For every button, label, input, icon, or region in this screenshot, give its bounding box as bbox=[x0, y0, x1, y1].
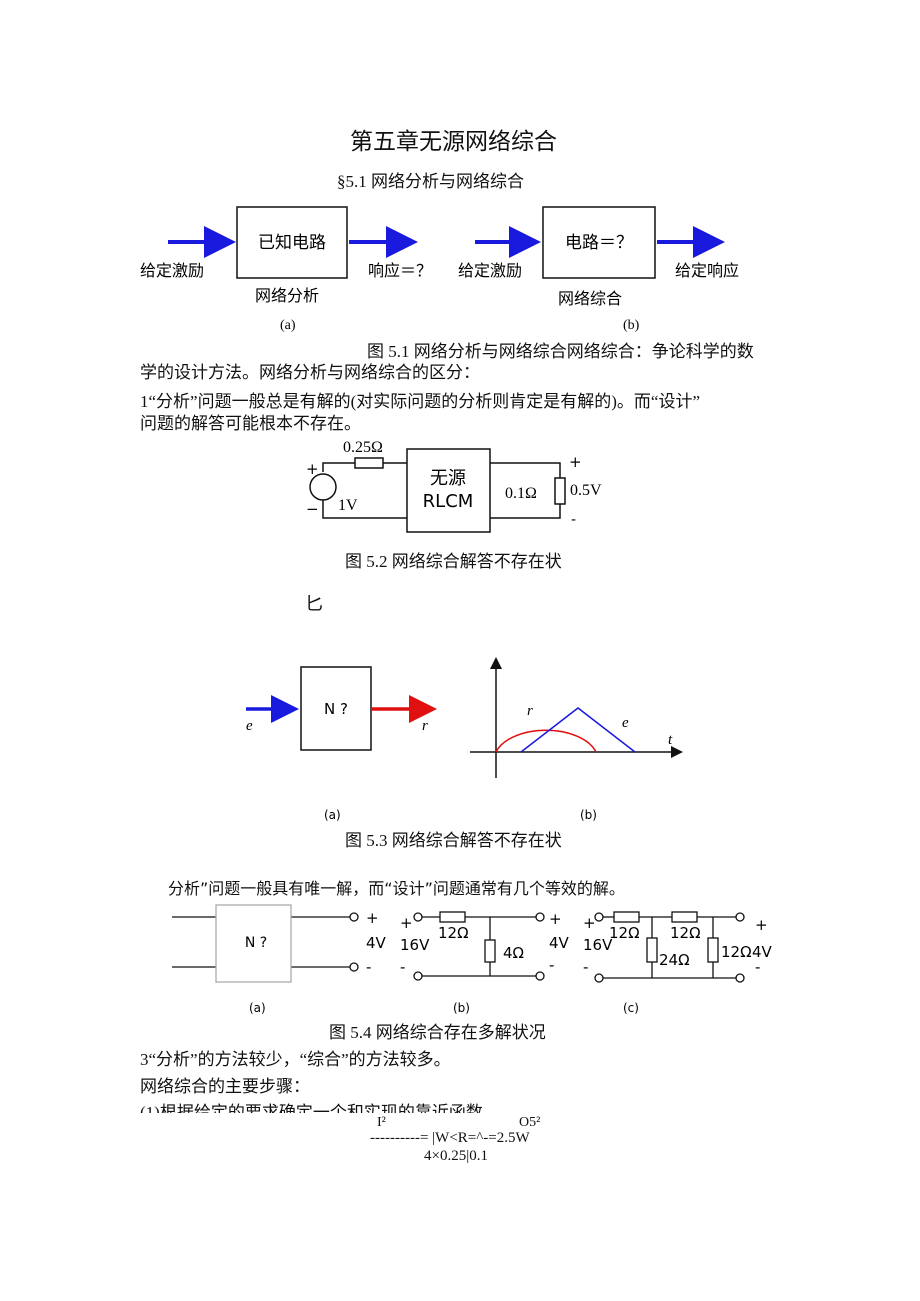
fig2-source: 1V bbox=[338, 497, 358, 514]
given-excitation-b: 给定激励 bbox=[458, 261, 522, 280]
fig2-minus: − bbox=[306, 500, 319, 518]
fig3-box: N ? bbox=[324, 700, 348, 718]
fig4-plus: + bbox=[583, 914, 596, 932]
fig2-plus: + bbox=[569, 453, 582, 471]
formula-numerator-right: O5² bbox=[519, 1115, 541, 1130]
fig3-tag-b: (b) bbox=[580, 808, 597, 822]
response-unknown: 响应＝？ bbox=[368, 261, 432, 280]
fig4-b-v: 4V bbox=[549, 934, 570, 952]
fig4-minus: - bbox=[755, 958, 760, 976]
response-curve-r bbox=[495, 729, 597, 753]
fig4-c-v: 4V bbox=[752, 943, 773, 961]
unknown-network-box-a bbox=[215, 904, 292, 983]
fig4-c-r3: 24Ω bbox=[659, 951, 690, 969]
fig4-c-r4: 12Ω bbox=[721, 943, 752, 961]
known-circuit-label: 已知电路 bbox=[258, 233, 326, 253]
paragraph-6: (1)根据给定的要求确定一个和实现的靠近函数。 bbox=[140, 1103, 500, 1113]
fig2-box-line1: 无源 bbox=[430, 468, 466, 489]
fig3-curve-r: r bbox=[527, 703, 533, 719]
fig2-r-load: 0.1Ω bbox=[505, 485, 537, 502]
fig4-minus: - bbox=[549, 956, 554, 974]
fig3-axis-t: t bbox=[668, 732, 673, 748]
fig2-plus: + bbox=[306, 460, 319, 478]
network-analysis-label: 网络分析 bbox=[255, 286, 319, 305]
fig4-c-r1: 12Ω bbox=[609, 924, 640, 942]
given-response: 给定响应 bbox=[675, 261, 739, 280]
fig3-curve-e: e bbox=[622, 715, 629, 731]
formula-main: ----------= |W<R=^-=2.5W bbox=[370, 1130, 530, 1146]
fig4-c-r2: 12Ω bbox=[670, 924, 701, 942]
passive-rlcm-box bbox=[406, 448, 491, 533]
fig4-plus: + bbox=[549, 910, 562, 928]
paragraph-2-line-1: 1“分析”问题一般总是有解的(对实际问题的分析则肯定是有解的)。而“设计” bbox=[140, 392, 701, 411]
network-synthesis-label: 网络综合 bbox=[558, 289, 622, 308]
fig4-a-v: 4V bbox=[366, 934, 387, 952]
fig4-plus: + bbox=[400, 914, 413, 932]
stray-character: 匕 bbox=[305, 594, 323, 614]
fig4-b-r1: 12Ω bbox=[438, 924, 469, 942]
fig4-c-vin: 16V bbox=[583, 936, 613, 954]
known-circuit-box bbox=[236, 206, 348, 279]
fig4-b-vin: 16V bbox=[400, 936, 430, 954]
formula-denominator: 4×0.25|0.1 bbox=[424, 1148, 488, 1164]
fig3-output: r bbox=[422, 718, 428, 734]
formula-numerator-left: I² bbox=[377, 1115, 386, 1130]
tag-a: (a) bbox=[280, 318, 296, 333]
fig2-v-out: 0.5V bbox=[570, 482, 602, 499]
figure-5-3-caption: 图 5.3 网络综合解答不存在状 bbox=[345, 831, 562, 850]
fig2-r-series: 0.25Ω bbox=[343, 439, 383, 456]
fig4-tag-a: (a) bbox=[249, 1001, 266, 1015]
fig4-minus: - bbox=[583, 958, 588, 976]
fig4-tag-c: (c) bbox=[623, 1001, 639, 1015]
figure-5-2-caption: 图 5.2 网络综合解答不存在状 bbox=[345, 552, 562, 571]
fig4-a-box: N ? bbox=[245, 935, 267, 951]
given-excitation-a: 给定激励 bbox=[140, 261, 204, 280]
fig3-tag-a: (a) bbox=[324, 808, 341, 822]
chapter-title: 第五章无源网络综合 bbox=[350, 129, 557, 155]
fig4-minus: - bbox=[366, 958, 371, 976]
fig4-plus: + bbox=[366, 909, 379, 927]
fig4-minus: - bbox=[400, 958, 405, 976]
fig3-input: e bbox=[246, 718, 253, 734]
paragraph-4: 3“分析”的方法较少，“综合”的方法较多。 bbox=[140, 1050, 451, 1069]
fig4-tag-b: (b) bbox=[453, 1001, 470, 1015]
fig2-box-line2: RLCM bbox=[423, 491, 474, 512]
fig4-b-r2: 4Ω bbox=[503, 944, 524, 962]
unknown-network-box bbox=[300, 666, 372, 751]
fig4-minus: - bbox=[571, 512, 576, 528]
section-heading: §5.1 网络分析与网络综合 bbox=[337, 172, 524, 191]
figure-5-4-caption: 图 5.4 网络综合存在多解状况 bbox=[329, 1023, 546, 1042]
excitation-curve-e bbox=[520, 707, 636, 753]
paragraph-2-line-2: 问题的解答可能根本不存在。 bbox=[140, 414, 361, 433]
unknown-circuit-box bbox=[542, 206, 656, 279]
paragraph-3: 分析”问题一般具有唯一解，而“设计”问题通常有几个等效的解。 bbox=[168, 879, 625, 898]
paragraph-5: 网络综合的主要步骤： bbox=[140, 1077, 310, 1096]
fig4-plus: + bbox=[755, 916, 768, 934]
paragraph-1-line-2: 学的设计方法。网络分析与网络综合的区分： bbox=[140, 363, 480, 382]
unknown-circuit-label: 电路＝？ bbox=[565, 233, 633, 253]
tag-b: (b) bbox=[623, 318, 640, 333]
paragraph-1-line-1: 图 5.1 网络分析与网络综合网络综合：争论科学的数 bbox=[367, 342, 754, 361]
